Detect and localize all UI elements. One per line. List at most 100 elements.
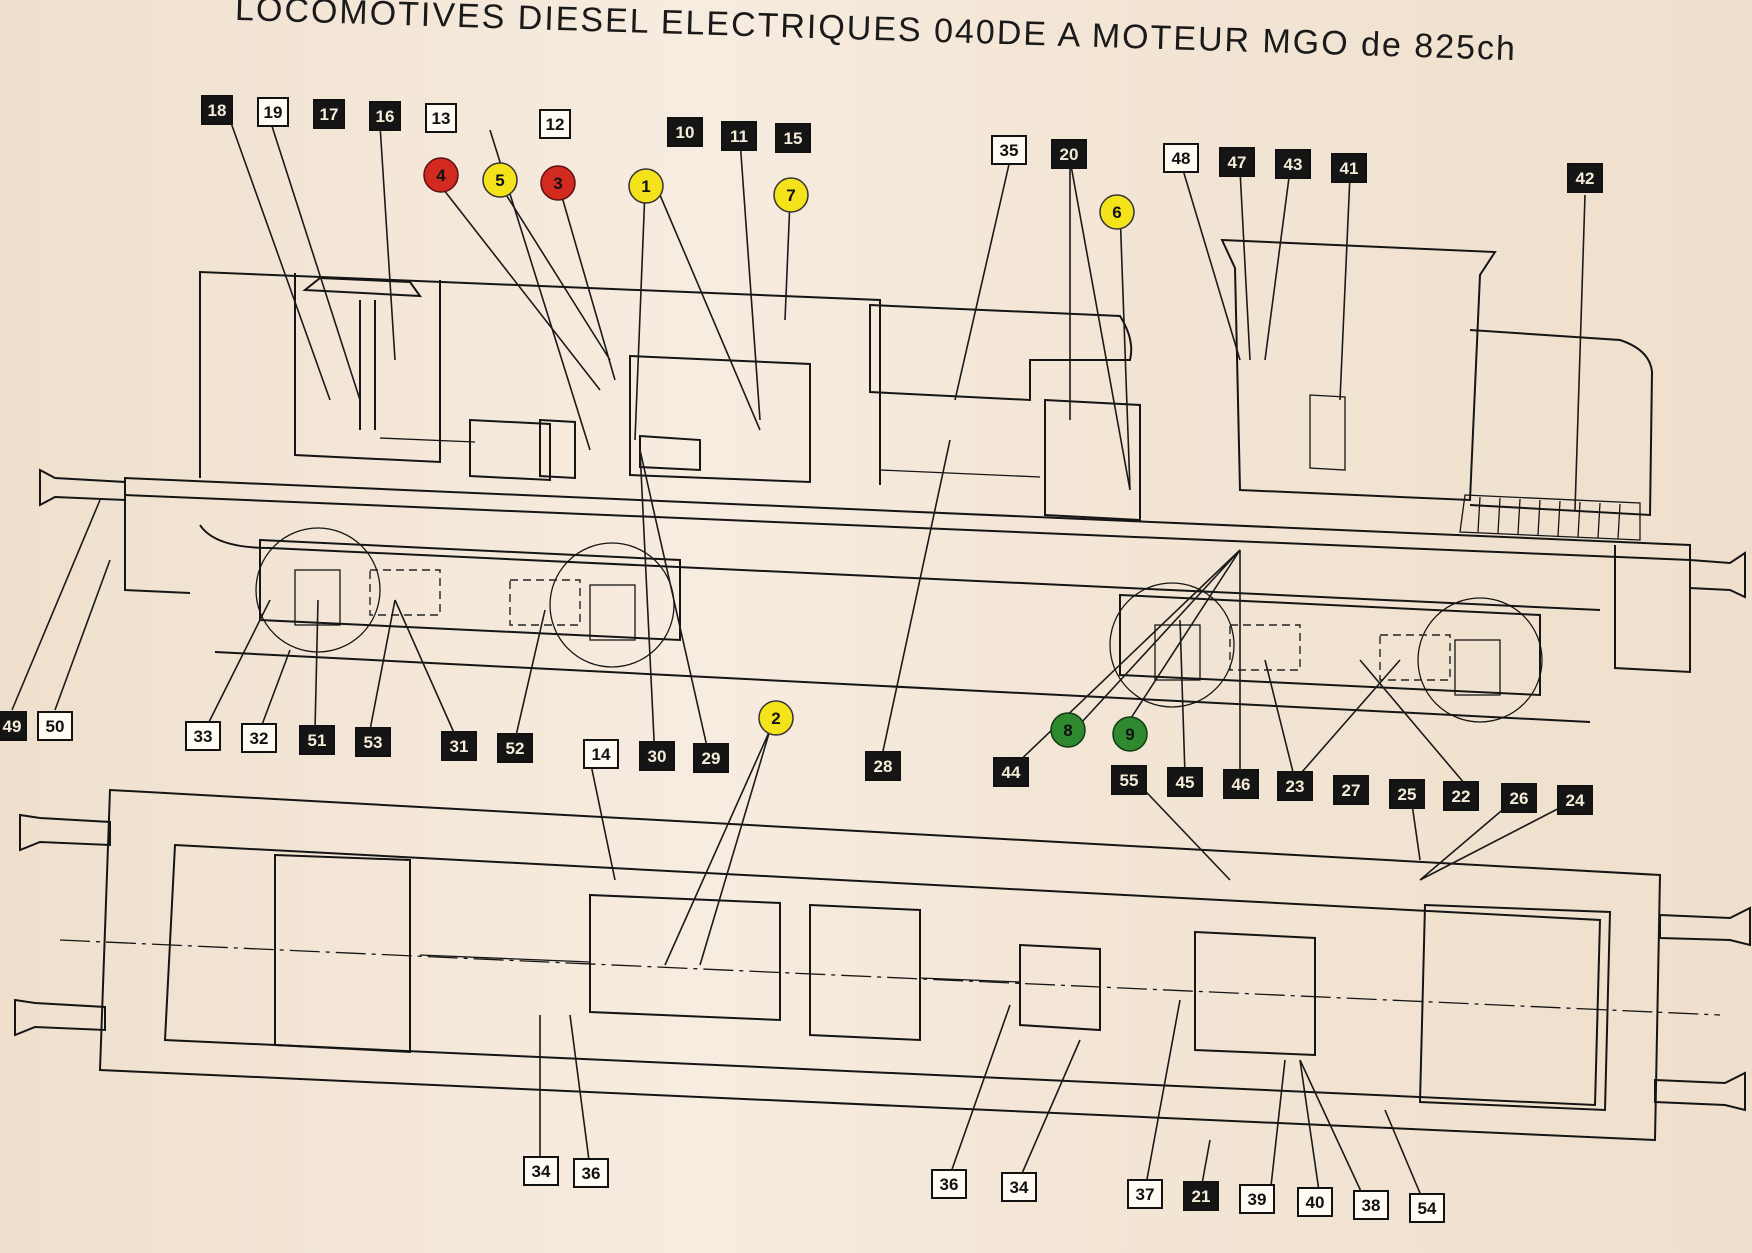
svg-text:29: 29 bbox=[702, 749, 721, 768]
svg-text:32: 32 bbox=[250, 729, 269, 748]
chassis-frame bbox=[124, 476, 1691, 562]
label-34-right: 34 bbox=[1001, 1172, 1037, 1202]
frame-lower-edge bbox=[199, 524, 1601, 611]
cab-column bbox=[359, 300, 376, 430]
marker-1: 1 bbox=[628, 168, 664, 204]
svg-text:25: 25 bbox=[1398, 785, 1417, 804]
svg-text:55: 55 bbox=[1120, 771, 1139, 790]
left-bogie-wheel-1 bbox=[255, 527, 381, 653]
right-bogie bbox=[1109, 582, 1543, 723]
label-30: 30 bbox=[639, 741, 675, 771]
plan-buffer-left-bottom bbox=[14, 998, 106, 1037]
left-buffer-beam bbox=[124, 478, 191, 594]
svg-text:7: 7 bbox=[786, 186, 795, 205]
label-47: 47 bbox=[1219, 147, 1255, 177]
label-11: 11 bbox=[721, 121, 757, 151]
bottom-labels: 34 36 36 34 37 21 39 40 38 54 bbox=[523, 1156, 1445, 1223]
svg-text:2: 2 bbox=[771, 709, 780, 728]
plan-buffer-left-top bbox=[19, 813, 111, 852]
svg-text:35: 35 bbox=[1000, 141, 1019, 160]
svg-text:14: 14 bbox=[592, 745, 611, 764]
grille-bars bbox=[1477, 496, 1621, 540]
label-34-left: 34 bbox=[523, 1156, 559, 1186]
label-21: 21 bbox=[1183, 1181, 1219, 1211]
label-14: 14 bbox=[583, 739, 619, 769]
svg-text:20: 20 bbox=[1060, 145, 1079, 164]
svg-text:52: 52 bbox=[506, 739, 525, 758]
svg-text:39: 39 bbox=[1248, 1190, 1267, 1209]
plan-buffer-right-top bbox=[1659, 906, 1751, 947]
label-46: 46 bbox=[1223, 769, 1259, 799]
svg-text:24: 24 bbox=[1566, 791, 1585, 810]
hood-panel bbox=[1309, 394, 1346, 471]
label-52: 52 bbox=[497, 733, 533, 763]
label-28: 28 bbox=[865, 751, 901, 781]
label-25: 25 bbox=[1389, 779, 1425, 809]
label-44: 44 bbox=[993, 757, 1029, 787]
label-40: 40 bbox=[1297, 1187, 1333, 1217]
left-bogie-motor-2 bbox=[509, 579, 581, 626]
plan-frame bbox=[98, 788, 1662, 1142]
marker-5: 5 bbox=[482, 162, 518, 198]
svg-text:30: 30 bbox=[648, 747, 667, 766]
left-bogie-frame bbox=[259, 538, 681, 642]
label-37: 37 bbox=[1127, 1179, 1163, 1209]
plan-generator bbox=[809, 903, 921, 1042]
svg-text:11: 11 bbox=[730, 127, 748, 146]
right-bogie-frame bbox=[1119, 593, 1541, 697]
label-54: 54 bbox=[1409, 1193, 1445, 1223]
label-31: 31 bbox=[441, 731, 477, 761]
gearbox bbox=[639, 434, 701, 472]
svg-text:46: 46 bbox=[1232, 775, 1251, 794]
circle-markers: 4 5 3 1 7 6 2 8 9 bbox=[423, 157, 1148, 752]
svg-text:54: 54 bbox=[1418, 1199, 1437, 1218]
label-36-right: 36 bbox=[931, 1169, 967, 1199]
label-43: 43 bbox=[1275, 149, 1311, 179]
svg-text:10: 10 bbox=[676, 123, 695, 142]
right-bogie-motor-1 bbox=[1229, 624, 1301, 671]
svg-text:42: 42 bbox=[1576, 169, 1595, 188]
left-bogie-wheel-2 bbox=[549, 542, 675, 668]
label-32: 32 bbox=[241, 723, 277, 753]
svg-text:44: 44 bbox=[1002, 763, 1021, 782]
svg-text:49: 49 bbox=[3, 717, 22, 736]
plan-engine bbox=[589, 893, 781, 1022]
svg-text:16: 16 bbox=[376, 107, 395, 126]
plan-cab-block bbox=[274, 853, 411, 1054]
label-39: 39 bbox=[1239, 1184, 1275, 1214]
svg-text:21: 21 bbox=[1192, 1187, 1211, 1206]
side-elevation bbox=[39, 238, 1746, 723]
svg-text:47: 47 bbox=[1228, 153, 1247, 172]
marker-4: 4 bbox=[423, 157, 459, 193]
left-bogie bbox=[255, 527, 681, 668]
svg-text:6: 6 bbox=[1112, 203, 1121, 222]
svg-text:3: 3 bbox=[553, 174, 562, 193]
plan-buffer-right-bottom bbox=[1654, 1071, 1746, 1112]
left-buffer bbox=[39, 468, 126, 507]
svg-text:38: 38 bbox=[1362, 1196, 1381, 1215]
svg-text:45: 45 bbox=[1176, 773, 1195, 792]
engine-block bbox=[629, 354, 811, 484]
svg-text:1: 1 bbox=[641, 177, 650, 196]
svg-text:26: 26 bbox=[1510, 789, 1529, 808]
plan-centerline bbox=[59, 939, 1721, 1016]
svg-text:37: 37 bbox=[1136, 1185, 1155, 1204]
engine-manifold bbox=[869, 303, 1133, 402]
svg-text:41: 41 bbox=[1340, 159, 1359, 178]
svg-text:36: 36 bbox=[940, 1175, 959, 1194]
marker-2: 2 bbox=[758, 700, 794, 736]
plan-nose bbox=[1418, 903, 1612, 1112]
right-bogie-wheel-2 bbox=[1417, 597, 1543, 723]
svg-text:22: 22 bbox=[1452, 787, 1471, 806]
label-53: 53 bbox=[355, 727, 391, 757]
coupling-disk bbox=[539, 418, 576, 480]
right-bogie-wheel-1 bbox=[1109, 582, 1235, 708]
label-15: 15 bbox=[775, 123, 811, 153]
leader-lines bbox=[11, 119, 1586, 1206]
svg-text:18: 18 bbox=[208, 101, 227, 120]
label-26: 26 bbox=[1501, 783, 1537, 813]
svg-text:43: 43 bbox=[1284, 155, 1303, 174]
label-27: 27 bbox=[1333, 775, 1369, 805]
